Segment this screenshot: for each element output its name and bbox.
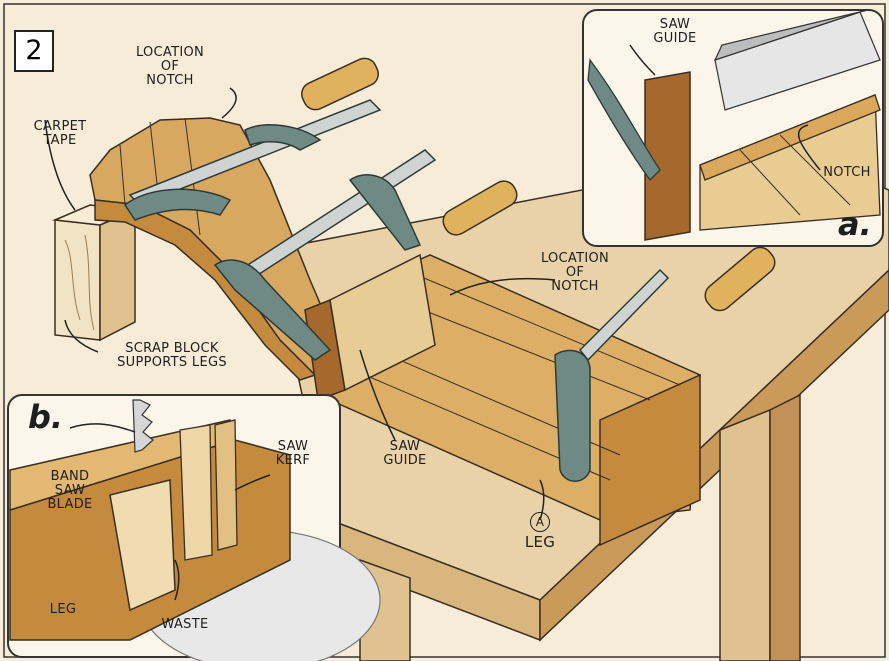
label-waste: WASTE: [161, 617, 209, 632]
label-line: LOCATION: [540, 251, 610, 266]
figure-number: 2: [14, 30, 54, 72]
label-line: CARPET: [33, 119, 87, 134]
label-line: GUIDE: [653, 31, 697, 46]
inset-b-panel: [7, 394, 381, 661]
label-line: GUIDE: [383, 453, 427, 468]
label-carpet-tape: CARPET TAPE: [25, 120, 95, 148]
label-location-of-notch-top: LOCATION OF NOTCH: [125, 46, 215, 88]
label-line: BLADE: [47, 497, 93, 512]
label-line: BAND: [50, 469, 90, 484]
label-line: SAW: [659, 17, 691, 32]
label-line: SCRAP BLOCK: [125, 341, 219, 356]
leg-marker-circle: A: [530, 512, 550, 532]
label-line: KERF: [275, 453, 311, 468]
label-line: SAW: [277, 439, 309, 454]
label-inset-b-leg: LEG: [49, 602, 77, 617]
inset-a-panel: [582, 9, 884, 247]
label-scrap-block: SCRAP BLOCK SUPPORTS LEGS: [92, 342, 252, 370]
label-line: SUPPORTS LEGS: [117, 355, 227, 370]
clamps: [123, 99, 670, 482]
label-line: SAW: [54, 483, 86, 498]
page-frame: [3, 3, 886, 658]
label-band-saw-blade: BAND SAW BLADE: [40, 470, 100, 512]
label-line: SAW: [389, 439, 421, 454]
label-line: OF: [565, 265, 585, 280]
label-line: NOTCH: [146, 73, 194, 88]
label-inset-a-saw-guide: SAW GUIDE: [640, 18, 710, 46]
label-leg-main: A LEG: [510, 512, 570, 551]
label-inset-a-notch: NOTCH: [823, 165, 871, 180]
label-line: OF: [160, 59, 180, 74]
label-location-of-notch-mid: LOCATION OF NOTCH: [530, 252, 620, 294]
scrap-block: [52, 204, 138, 342]
inset-a-letter: a.: [838, 205, 872, 243]
label-saw-kerf: SAW KERF: [263, 440, 323, 468]
inset-b-letter: b.: [28, 398, 64, 436]
label-line: LOCATION: [135, 45, 205, 60]
clamp-handles: [301, 57, 776, 312]
label-saw-guide-main: SAW GUIDE: [370, 440, 440, 468]
label-line: LEG: [524, 533, 556, 551]
label-line: TAPE: [43, 133, 77, 148]
label-line: NOTCH: [551, 279, 599, 294]
